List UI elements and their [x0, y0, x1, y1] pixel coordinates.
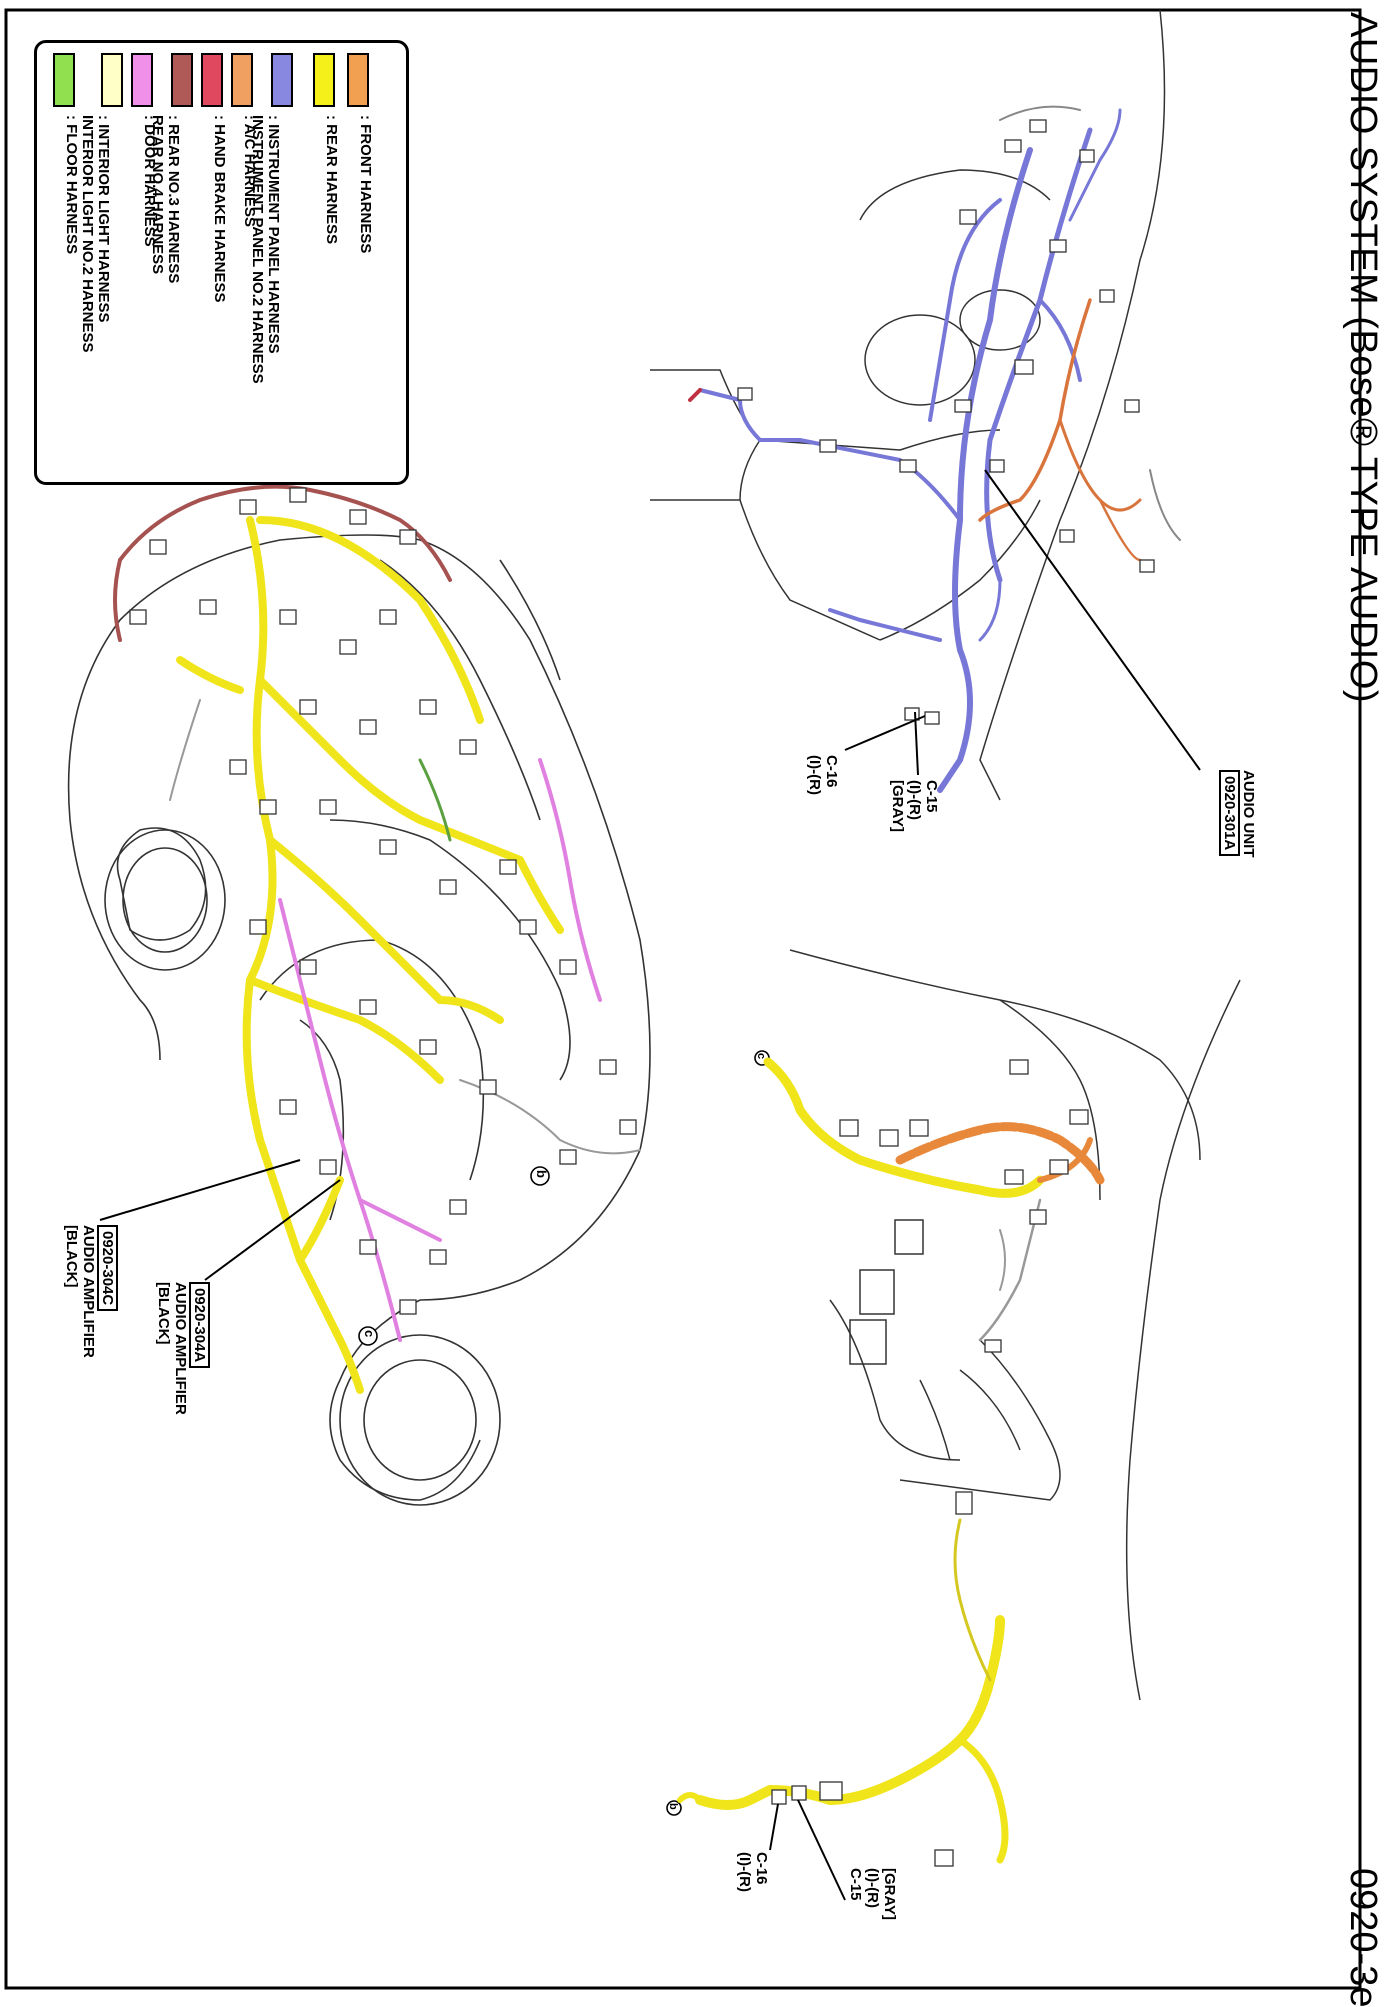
marker-c2-label: c: [755, 1053, 767, 1060]
console-view-outline: [789, 949, 1241, 1701]
harness-color-legend: : FRONT HARNESS : REAR HARNESS : INSTRUMEN…: [34, 40, 409, 485]
legend-label: : A/C HARNESS: [241, 115, 258, 227]
legend-swatch: [231, 53, 253, 107]
page-title: AUDIO SYSTEM (Bose® TYPE AUDIO): [1342, 12, 1384, 704]
legend-swatch: [101, 53, 123, 107]
c15-bottom-line-1: [GRAY]: [881, 1868, 898, 1920]
vehicle-body-outline: [67, 534, 651, 1506]
vehicle-connectors: [129, 487, 637, 1315]
legend-label-line: : REAR NO.3 HARNESS: [165, 115, 182, 284]
legend-label-line: : REAR HARNESS: [323, 115, 340, 245]
floor-harness: [418, 758, 452, 842]
marker-b-label: b: [534, 1170, 549, 1178]
amp-304a-line-1: AUDIO AMPLIFIER: [172, 1282, 189, 1415]
legend-swatch: [131, 53, 153, 107]
c16-bottom-line-1: C-16: [753, 1852, 770, 1885]
audio-unit-callout: AUDIO UNIT 0920-301A: [1219, 770, 1257, 858]
legend-label: : FRONT HARNESS: [357, 115, 374, 254]
instrument-panel-view: [650, 9, 1166, 801]
c16-top-line-2: (I)-(R): [806, 755, 823, 795]
c15-bottom-line-2: (I)-(R): [864, 1868, 881, 1908]
instrument-panel-connectors: [737, 119, 1155, 725]
marker-b2-label: b: [667, 1803, 679, 1810]
legend-label-line: : INSTRUMENT PANEL HARNESS: [265, 115, 282, 354]
c15-top-line-1: C-15: [923, 780, 940, 813]
c15-bottom-line-3: C-15: [847, 1868, 864, 1901]
amp-304c-callout: 0920-304C AUDIO AMPLIFIER [BLACK]: [63, 1225, 118, 1358]
legend-label: : DOOR HARNESS: [141, 115, 158, 247]
marker-c-label: c: [362, 1330, 377, 1338]
bottom-callout-lines: [769, 1799, 846, 1901]
amp-304a-line-2: [BLACK]: [155, 1282, 172, 1345]
legend-swatch: [53, 53, 75, 107]
legend-label: : FLOOR HARNESS: [63, 115, 80, 255]
c16-top-callout: C-16 (I)-(R): [806, 755, 840, 795]
console-connectors: [839, 1059, 1089, 1353]
legend-swatch: [171, 53, 193, 107]
audio-unit-code: 0920-301A: [1219, 770, 1240, 857]
marker-circles: [358, 1050, 770, 1816]
legend-swatch: [271, 53, 293, 107]
page-code: 0920-3e: [1342, 1868, 1384, 2007]
c15-top-line-3: [GRAY]: [889, 780, 906, 832]
amp-304a-callout: 0920-304A AUDIO AMPLIFIER [BLACK]: [155, 1282, 210, 1415]
amplifier-callout-lines: [99, 1159, 341, 1281]
legend-label-line: : A/C HARNESS: [241, 115, 258, 227]
c16-bottom-line-2: (I)-(R): [736, 1852, 753, 1892]
page-border: [4, 8, 1362, 1990]
legend-label-line: : FLOOR HARNESS: [63, 115, 80, 255]
rear-detail-connectors: [771, 1491, 973, 1867]
c16-top-line-1: C-16: [823, 755, 840, 788]
legend-label-line: : HAND BRAKE HARNESS: [211, 115, 228, 303]
top-callout-lines: [844, 469, 1201, 776]
legend-label: : REAR HARNESS: [323, 115, 340, 245]
legend-swatch: [347, 53, 369, 107]
legend-swatch: [313, 53, 335, 107]
amp-304a-code: 0920-304A: [189, 1282, 210, 1369]
legend-label-line: : INTERIOR LIGHT HARNESS: [95, 115, 112, 323]
console-harness: [763, 1057, 1105, 1342]
legend-label: : HAND BRAKE HARNESS: [211, 115, 228, 303]
rear-harness-detail: [677, 1518, 1009, 1864]
instrument-panel-harness: [688, 105, 1181, 793]
legend-label-line: : DOOR HARNESS: [141, 115, 158, 247]
amp-304c-code: 0920-304C: [97, 1225, 118, 1312]
c15-top-callout: C-15 (I)-(R) [GRAY]: [889, 780, 940, 832]
c15-bottom-callout: [GRAY] (I)-(R) C-15: [847, 1868, 898, 1920]
rear-harness: [176, 516, 564, 1394]
legend-swatch: [201, 53, 223, 107]
door-harness: [278, 758, 602, 1342]
c15-top-line-2: (I)-(R): [906, 780, 923, 820]
legend-label-line: INTERIOR LIGHT NO.2 HARNESS: [79, 115, 96, 353]
c16-bottom-callout: C-16 (I)-(R): [736, 1852, 770, 1892]
legend-label: : INTERIOR LIGHT HARNESS INTERIOR LIGHT …: [79, 115, 112, 353]
amp-304c-line-2: [BLACK]: [63, 1225, 80, 1288]
amp-304c-line-1: AUDIO AMPLIFIER: [80, 1225, 97, 1358]
audio-unit-label: AUDIO UNIT: [1240, 770, 1257, 858]
legend-label-line: : FRONT HARNESS: [357, 115, 374, 254]
